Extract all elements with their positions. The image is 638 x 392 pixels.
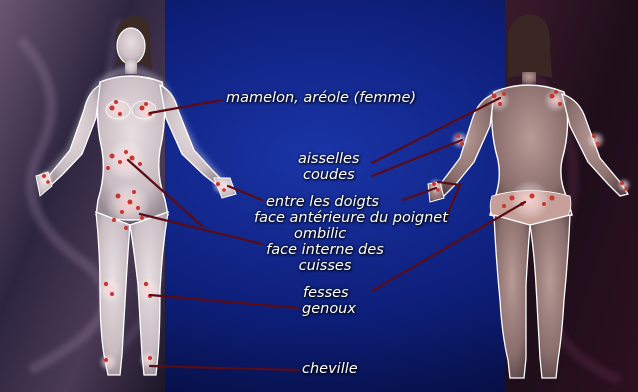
- label-armpits: aisselles: [298, 152, 359, 167]
- label-wrist: face antérieure du poignet: [254, 211, 448, 226]
- label-fingers: entre les doigts: [266, 195, 379, 210]
- label-thighs-line1: face interne des: [260, 243, 390, 258]
- label-elbows: coudes: [303, 168, 355, 183]
- label-buttocks: fesses: [303, 286, 349, 301]
- label-ankle: cheville: [302, 362, 358, 377]
- label-nipple: mamelon, aréole (femme): [226, 91, 416, 106]
- label-navel: ombilic: [294, 227, 346, 242]
- label-thighs-line2: cuisses: [260, 259, 390, 274]
- label-knees: genoux: [302, 302, 356, 317]
